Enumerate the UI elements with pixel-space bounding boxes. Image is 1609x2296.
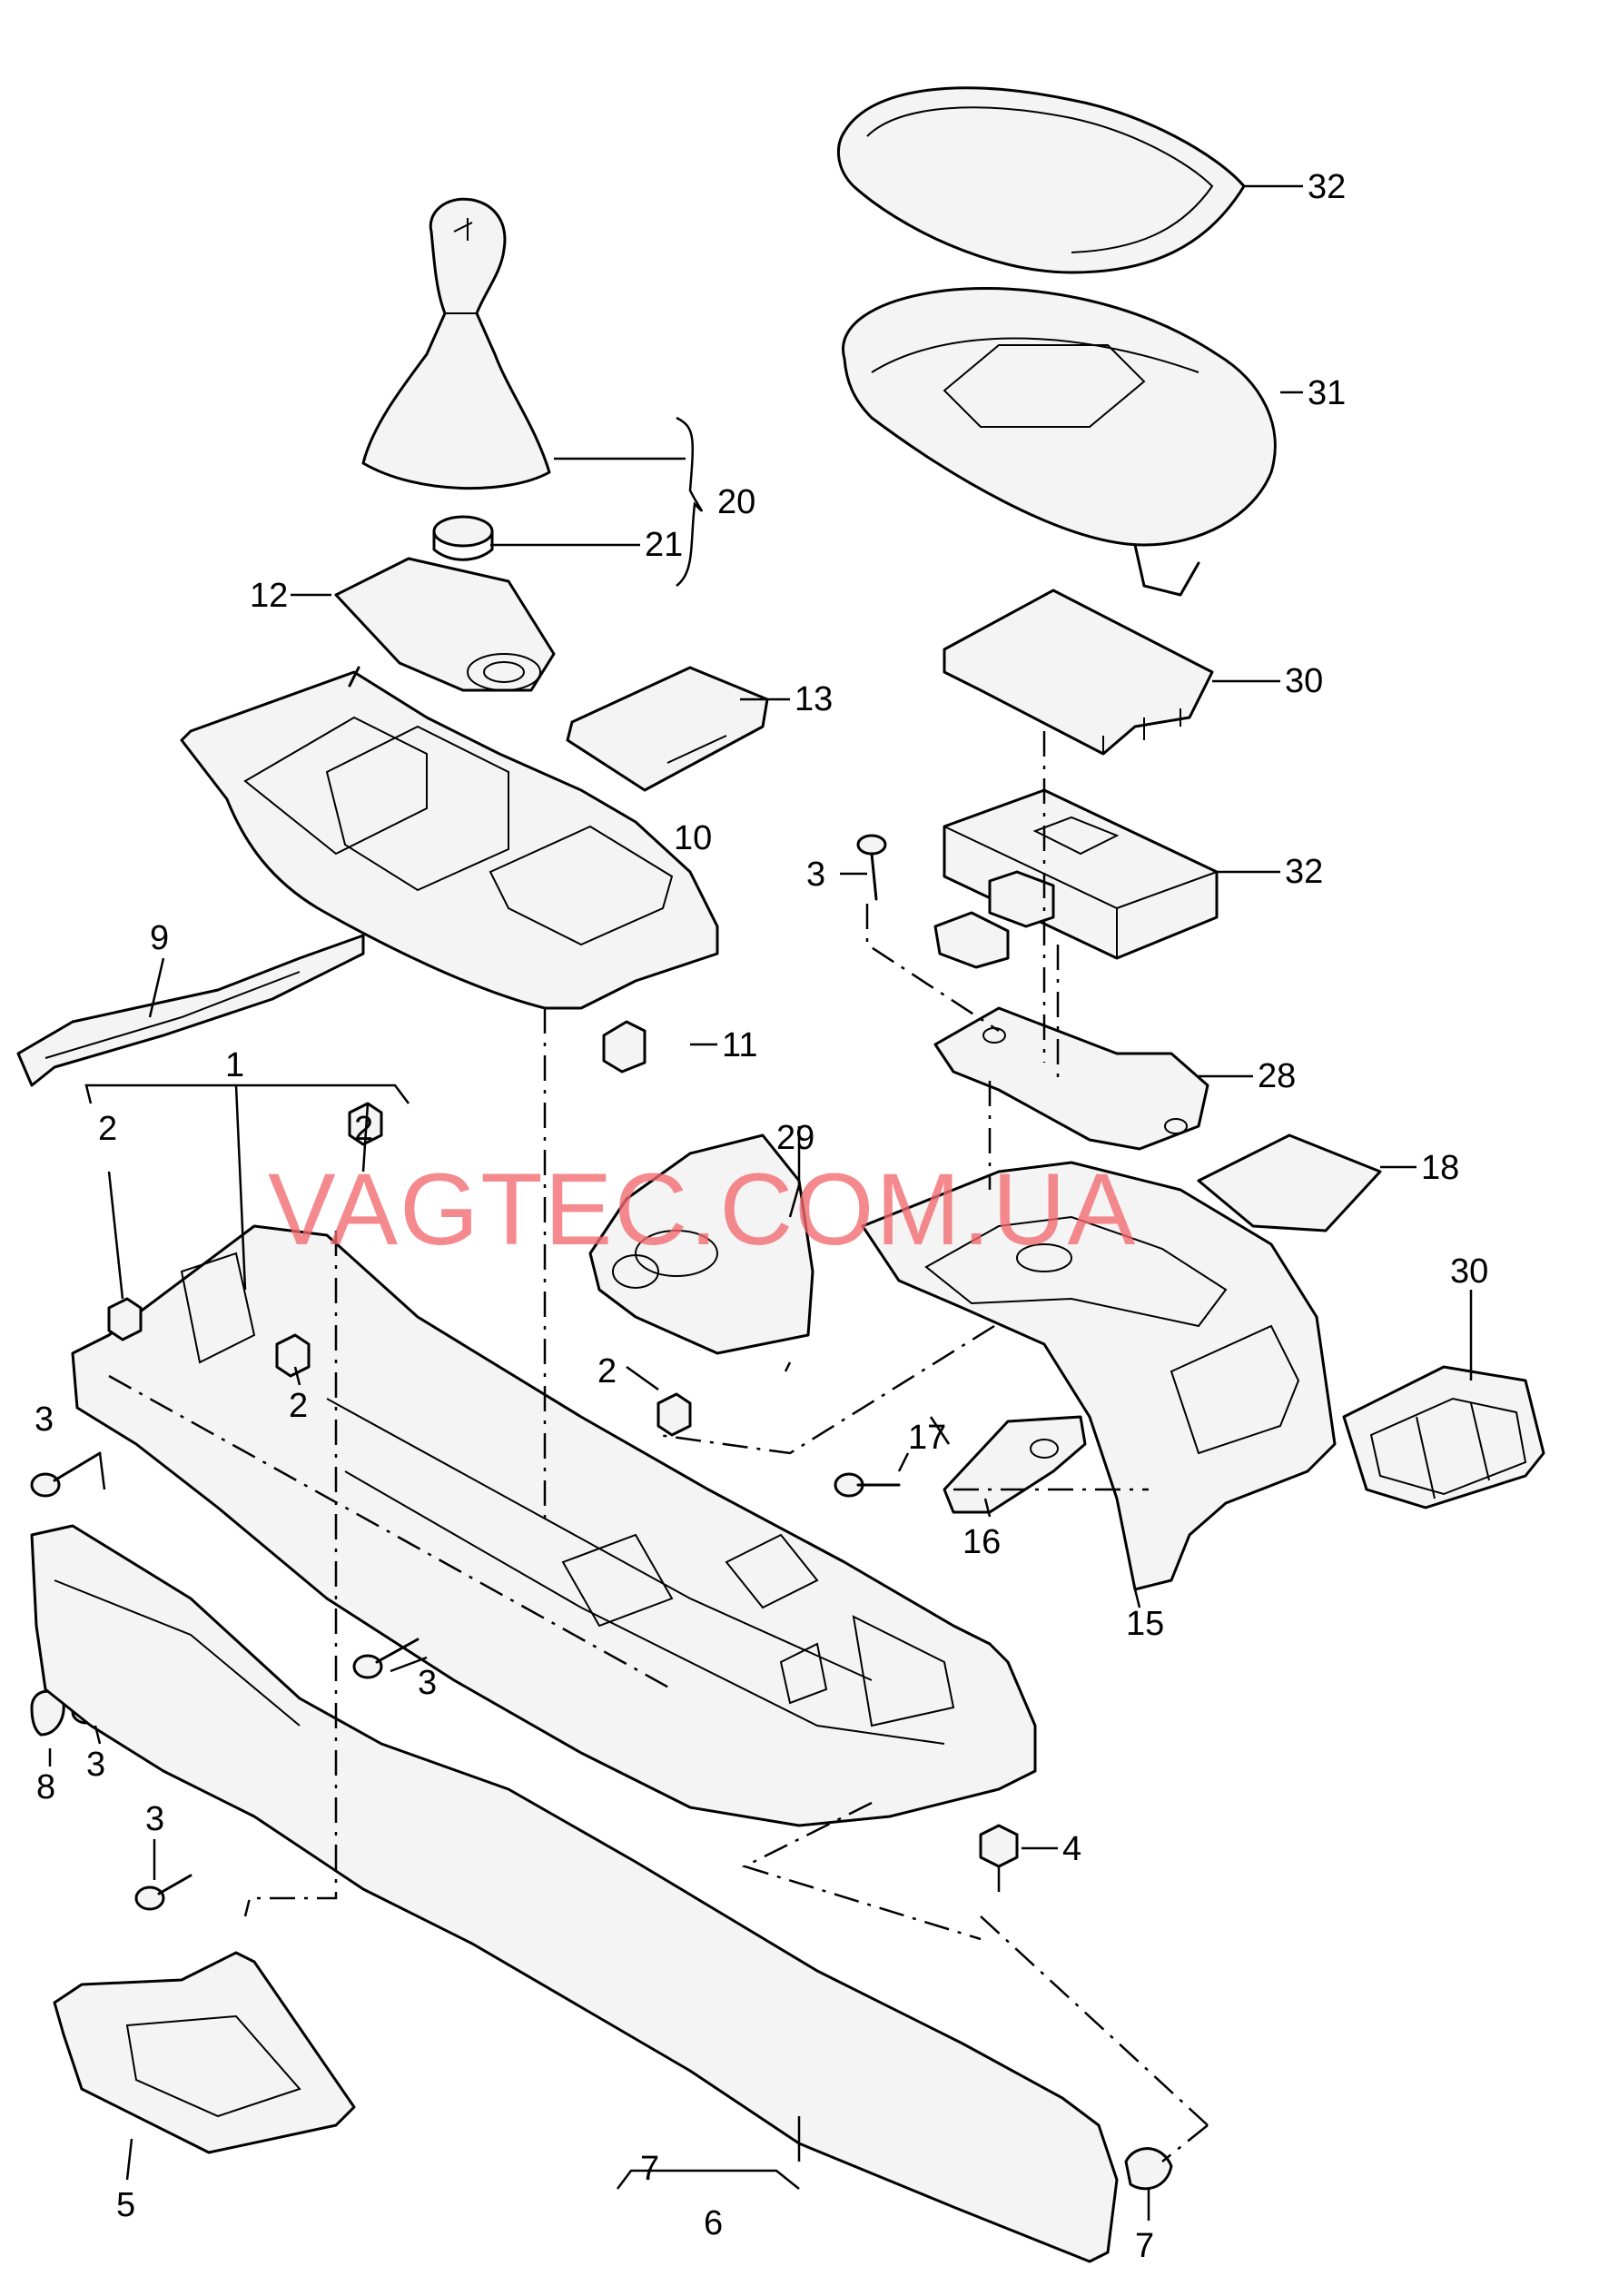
screw-icon bbox=[856, 834, 887, 901]
callout-13: 13 bbox=[795, 680, 833, 718]
part-15-rear-console-panel bbox=[861, 1161, 1337, 1591]
callout-7b: 7 bbox=[1135, 2227, 1154, 2265]
callout-2a: 2 bbox=[98, 1110, 117, 1148]
callout-3b: 3 bbox=[35, 1400, 54, 1439]
part-9-trim-strip bbox=[16, 934, 365, 1087]
callout-3a: 3 bbox=[806, 856, 825, 894]
part-1-console-frame bbox=[71, 1224, 1037, 1827]
callout-15: 15 bbox=[1126, 1605, 1164, 1643]
part-10-console-top bbox=[180, 666, 719, 1010]
callout-17: 17 bbox=[908, 1419, 946, 1457]
callout-20: 20 bbox=[717, 483, 755, 521]
screw-icon bbox=[352, 1638, 420, 1679]
callout-2b: 2 bbox=[354, 1110, 373, 1148]
callout-23: 30 bbox=[1285, 662, 1323, 700]
callout-18: 18 bbox=[1421, 1149, 1459, 1187]
part-29-air-vent bbox=[1342, 1365, 1545, 1509]
watermark: VAGTEC.COM.UA bbox=[268, 1153, 1137, 1266]
callout-8: 8 bbox=[36, 1768, 55, 1806]
callout-31: 32 bbox=[1308, 168, 1346, 206]
callout-3e: 3 bbox=[145, 1800, 164, 1838]
callouts: 32 31 20 21 12 13 30 10 32 3 9 11 28 1 2… bbox=[35, 168, 1488, 2265]
part-28-cup-holder bbox=[588, 1133, 814, 1355]
part-16-switch-unit bbox=[943, 1415, 1087, 1514]
part-30-armrest bbox=[842, 287, 1277, 597]
callout-6: 6 bbox=[704, 2204, 723, 2242]
callout-7a: 7 bbox=[640, 2150, 659, 2188]
part-23-cover bbox=[943, 589, 1214, 756]
part-7-clip bbox=[1124, 2147, 1173, 2191]
screw-icon bbox=[134, 1874, 192, 1911]
callout-3d: 3 bbox=[86, 1746, 105, 1784]
screw-icon bbox=[30, 1451, 102, 1498]
leader-lines bbox=[48, 184, 1473, 2221]
part-20-gear-knob-boot bbox=[361, 197, 551, 490]
callout-30: 31 bbox=[1308, 374, 1346, 412]
callout-22: 28 bbox=[1258, 1057, 1296, 1095]
part-21-ring bbox=[432, 515, 494, 561]
part-5-bracket bbox=[53, 1951, 356, 2154]
callout-28: 29 bbox=[776, 1119, 814, 1157]
screw-icon bbox=[834, 1472, 901, 1498]
callout-1: 1 bbox=[225, 1046, 244, 1084]
callout-10: 10 bbox=[674, 819, 712, 857]
callout-2c: 2 bbox=[597, 1352, 617, 1390]
callout-4: 4 bbox=[1062, 1830, 1081, 1868]
part-18-pad bbox=[1197, 1133, 1382, 1232]
callout-12: 12 bbox=[250, 577, 288, 615]
part-12-trim-panel bbox=[334, 557, 556, 692]
assembly-dash-lines bbox=[108, 731, 1209, 2162]
part-4-nut bbox=[979, 1824, 1019, 1868]
part-8-plug bbox=[30, 1689, 65, 1737]
callout-16: 16 bbox=[962, 1523, 1001, 1561]
part-32-module bbox=[943, 788, 1219, 960]
callout-5: 5 bbox=[116, 2186, 135, 2224]
part-13-cover bbox=[566, 666, 769, 792]
callout-3c: 3 bbox=[418, 1664, 437, 1702]
part-11-clip bbox=[602, 1020, 647, 1074]
callout-21: 21 bbox=[645, 526, 683, 564]
callout-29: 30 bbox=[1450, 1252, 1488, 1291]
part-6-side-panel bbox=[30, 1524, 1119, 2263]
callout-11: 11 bbox=[722, 1026, 757, 1064]
part-22-bracket bbox=[933, 911, 1209, 1151]
callout-9: 9 bbox=[150, 919, 169, 957]
callout-2d: 2 bbox=[289, 1387, 308, 1425]
callout-32: 32 bbox=[1285, 853, 1323, 891]
part-31-armrest-cushion bbox=[836, 86, 1246, 274]
